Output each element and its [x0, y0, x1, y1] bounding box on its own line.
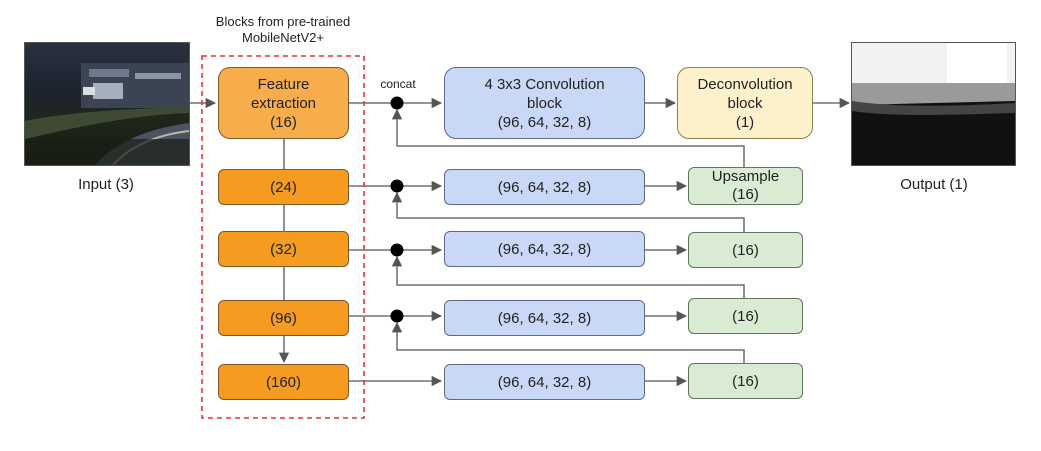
upsample-block-3: (16) [688, 232, 803, 268]
output-depth-image [851, 42, 1016, 166]
pretrained-region [201, 55, 365, 419]
conv-block-title: 4 3x3 Convolution block [484, 75, 605, 112]
concat-node-3 [390, 243, 404, 257]
upsample-block-2: Upsample (16) [688, 167, 803, 205]
encoder-block-32: (32) [218, 231, 349, 267]
input-label: Input (3) [78, 176, 134, 193]
feature-extraction-block: Feature extraction (16) [218, 67, 349, 139]
conv-block-channels: (96, 64, 32, 8) [497, 113, 592, 131]
deconvolution-title: Deconvolution block [697, 75, 793, 112]
upsample-block-4: (16) [688, 298, 803, 334]
pretrained-label: Blocks from pre-trained MobileNetV2+ [215, 14, 351, 45]
deconvolution-channels: (1) [735, 113, 755, 131]
encoder-block-96: (96) [218, 300, 349, 336]
feature-extraction-channels: (16) [270, 113, 297, 131]
output-label: Output (1) [900, 176, 968, 193]
upsample-block-5: (16) [688, 363, 803, 399]
depth-map-icon [852, 43, 1015, 165]
upsample-channels: (16) [732, 186, 759, 203]
conv-block-2: (96, 64, 32, 8) [444, 169, 645, 205]
street-scene-icon [25, 63, 189, 165]
conv-block-4: (96, 64, 32, 8) [444, 300, 645, 336]
upsample-title: Upsample [711, 168, 780, 185]
encoder-block-160: (160) [218, 364, 349, 400]
conv-block-3: (96, 64, 32, 8) [444, 231, 645, 267]
feature-extraction-title: Feature extraction [250, 75, 317, 112]
conv-block-5: (96, 64, 32, 8) [444, 364, 645, 400]
concat-label: concat [380, 77, 416, 91]
concat-node-4 [390, 309, 404, 323]
concat-node-1 [390, 96, 404, 110]
deconvolution-block: Deconvolution block (1) [677, 67, 813, 139]
concat-node-2 [390, 179, 404, 193]
conv-block-main: 4 3x3 Convolution block (96, 64, 32, 8) [444, 67, 645, 139]
input-image [24, 42, 190, 166]
encoder-block-24: (24) [218, 169, 349, 205]
